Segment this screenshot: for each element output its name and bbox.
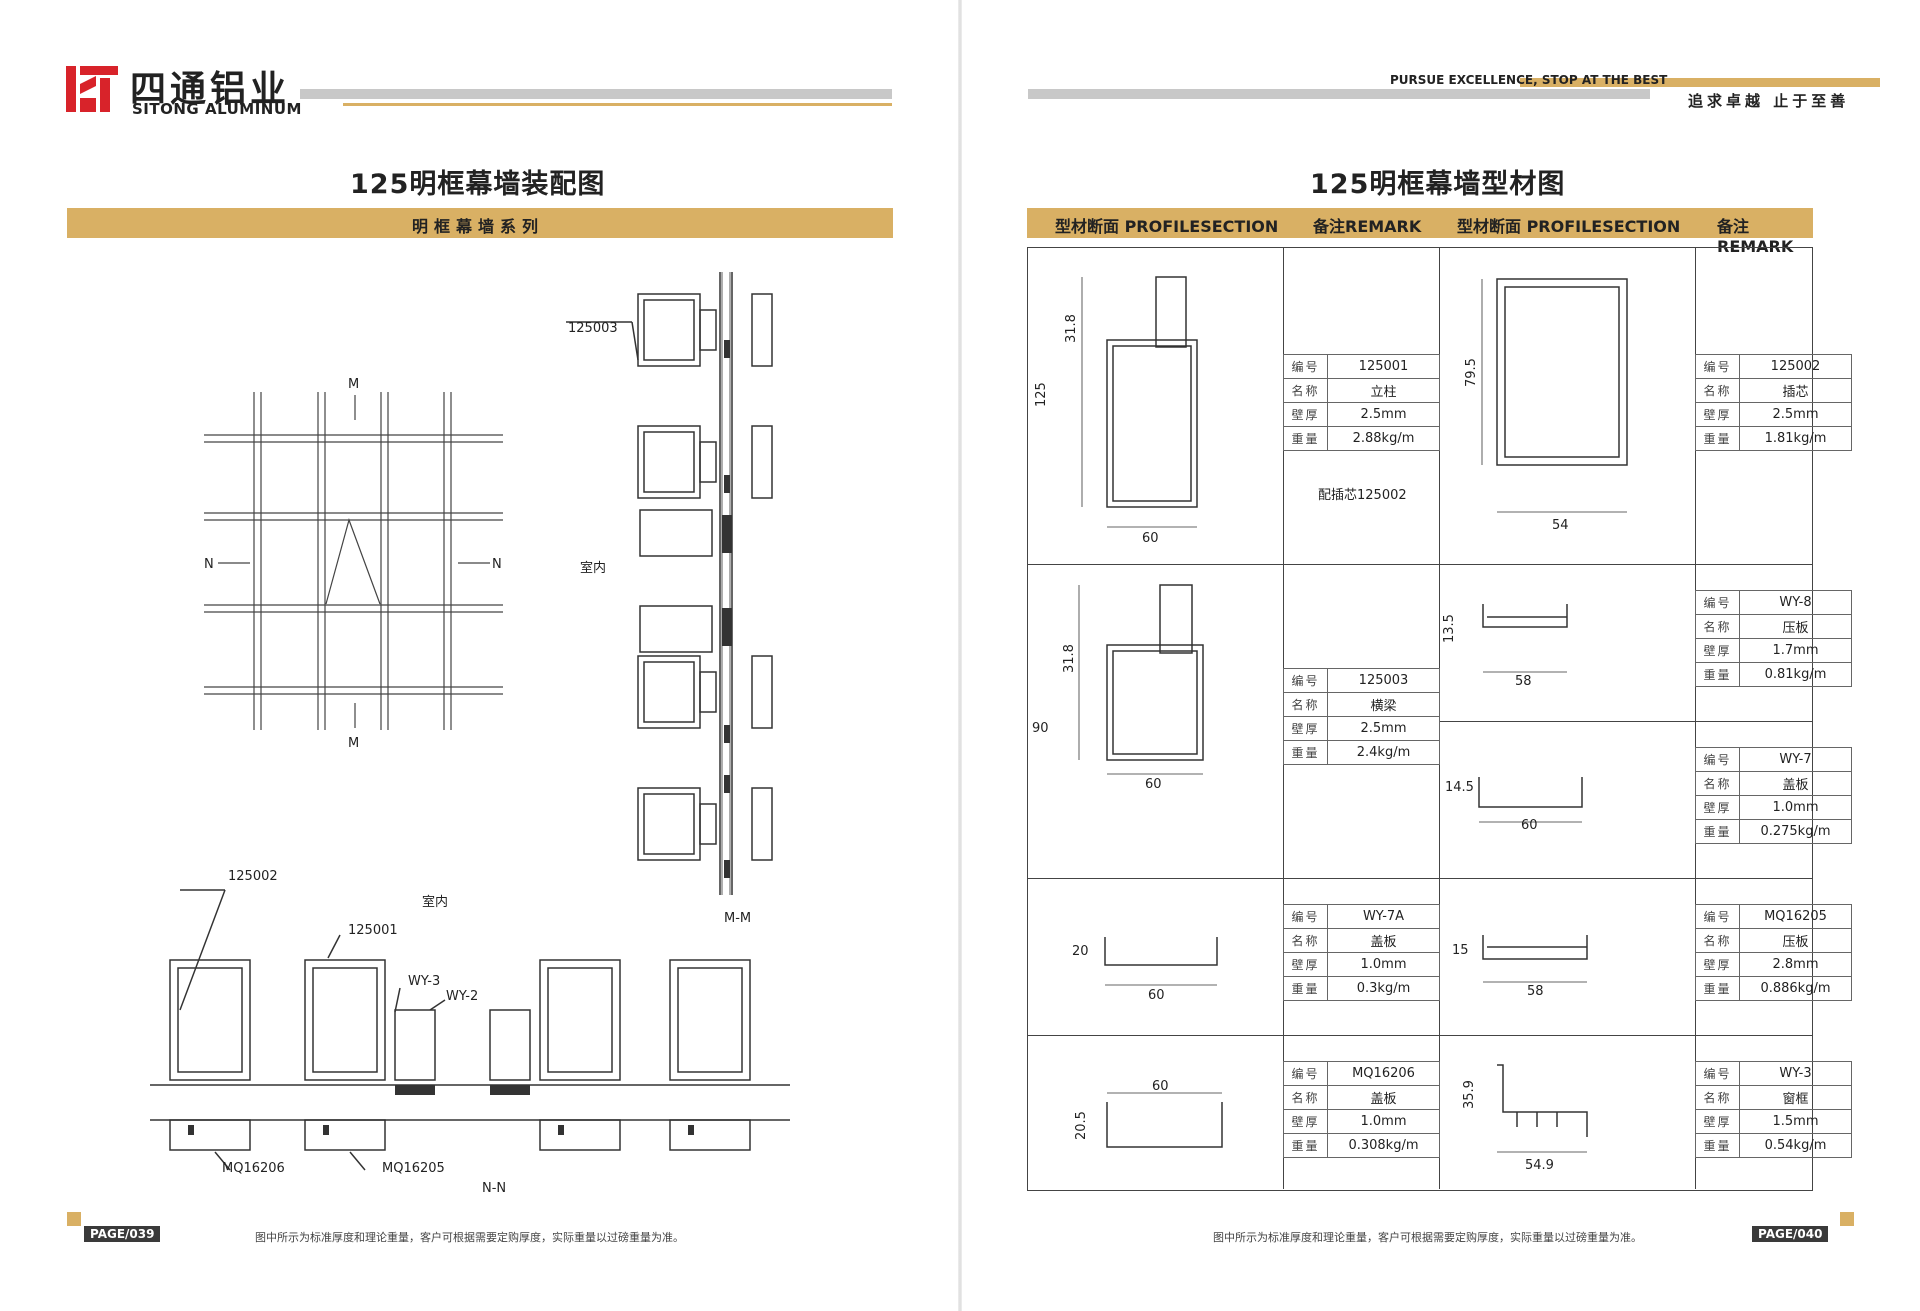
footer-note: 图中所示为标准厚度和理论重量，客户可根据需要定购厚度，实际重量以过磅重量为准。	[255, 1231, 684, 1244]
section-mark-n-left: N	[204, 557, 214, 572]
section-mm-drawing: 125003 室内 M-M	[566, 272, 773, 926]
table-header-bar: 型材断面 PROFILESECTION 备注REMARK 型材断面 PROFIL…	[1027, 208, 1813, 256]
header-gold-line	[343, 103, 892, 106]
footer-square	[1840, 1212, 1854, 1226]
dim-mq16206-b: 20.5	[1074, 1111, 1089, 1140]
dim-wy8-b: 58	[1515, 674, 1532, 689]
dim-wy3-b: 54.9	[1525, 1158, 1554, 1173]
profile-drawings: 31.8 125 60 79.5 54 31.8 90 60 13.5 58 1…	[1032, 276, 1628, 1173]
dim-wy7a-b: 60	[1148, 988, 1165, 1003]
series-bar: 明框幕墙系列	[67, 208, 893, 238]
section-mark-m-top: M	[348, 377, 359, 392]
dim-wy7a-a: 20	[1072, 944, 1089, 959]
section-nn-drawing: 125002 室内 125001 WY-3 WY-2 MQ16206 MQ162…	[150, 869, 790, 1196]
header-profile-1: 型材断面 PROFILESECTION	[1055, 217, 1279, 236]
page-number: PAGE/040	[1752, 1226, 1829, 1242]
dim-wy7-a: 14.5	[1445, 780, 1474, 795]
label-section-nn: N-N	[482, 1181, 506, 1196]
left-page: 四通铝业 SITONG ALUMINUM 125明框幕墙装配图 明框幕墙系列 M…	[66, 66, 893, 1244]
dim-wy3-a: 35.9	[1462, 1080, 1477, 1109]
label-wy2: WY-2	[446, 989, 478, 1004]
header-gold-bar	[1520, 78, 1880, 87]
dim-mq16205-a: 15	[1452, 943, 1469, 958]
series-bar-label: 明框幕墙系列	[412, 217, 545, 236]
dim-125003-a: 31.8	[1062, 644, 1077, 673]
label-125003: 125003	[568, 321, 618, 336]
label-mq16205: MQ16205	[382, 1161, 445, 1176]
dim-125001-a: 31.8	[1064, 314, 1079, 343]
page-title: 125明框幕墙型材图	[1310, 169, 1566, 200]
slogan-en: PURSUE EXCELLENCE, STOP AT THE BEST	[1390, 73, 1668, 87]
dim-125001-b: 125	[1034, 382, 1049, 407]
right-page: PURSUE EXCELLENCE, STOP AT THE BEST 追求卓越…	[960, 0, 1920, 1311]
dim-125002-b: 54	[1552, 518, 1569, 533]
label-indoor-2: 室内	[422, 894, 448, 910]
header-gray-bar	[300, 89, 892, 99]
brand-name-en: SITONG ALUMINUM	[132, 100, 302, 118]
footer-square	[67, 1212, 81, 1226]
label-wy3: WY-3	[408, 974, 440, 989]
dim-mq16205-b: 58	[1527, 984, 1544, 999]
sitong-logo-icon	[66, 66, 118, 112]
slogan-cn: 追求卓越 止于至善	[1688, 92, 1850, 110]
label-mq16206: MQ16206	[222, 1161, 285, 1176]
header-gray-bar	[1028, 89, 1650, 99]
dim-125001-c: 60	[1142, 531, 1159, 546]
dim-mq16206-a: 60	[1152, 1079, 1169, 1094]
dim-125002-a: 79.5	[1464, 358, 1479, 387]
brand-name-cn: 四通铝业	[130, 69, 291, 110]
dim-wy8-a: 13.5	[1442, 614, 1457, 643]
section-mark-n-right: N	[492, 557, 502, 572]
section-mark-m-bottom: M	[348, 736, 359, 750]
label-125001: 125001	[348, 923, 398, 938]
label-section-mm: M-M	[724, 911, 751, 926]
footer-note: 图中所示为标准厚度和理论重量，客户可根据需要定购厚度，实际重量以过磅重量为准。	[1213, 1231, 1642, 1244]
remark-125001: 配插芯125002	[1318, 488, 1407, 503]
label-indoor-1: 室内	[580, 560, 606, 576]
page-spine	[958, 0, 962, 1311]
page-number: PAGE/039	[84, 1226, 161, 1242]
header-remark-1: 备注REMARK	[1313, 217, 1422, 236]
page-title: 125明框幕墙装配图	[350, 169, 606, 200]
dim-wy7-b: 60	[1521, 818, 1538, 833]
header-remark-2: 备注REMARK	[1717, 217, 1794, 256]
dim-125003-b: 90	[1032, 721, 1049, 736]
label-125002: 125002	[228, 869, 278, 884]
elevation-drawing: M M N N	[204, 377, 503, 750]
dim-125003-c: 60	[1145, 777, 1162, 792]
header-profile-2: 型材断面 PROFILESECTION	[1457, 217, 1681, 236]
